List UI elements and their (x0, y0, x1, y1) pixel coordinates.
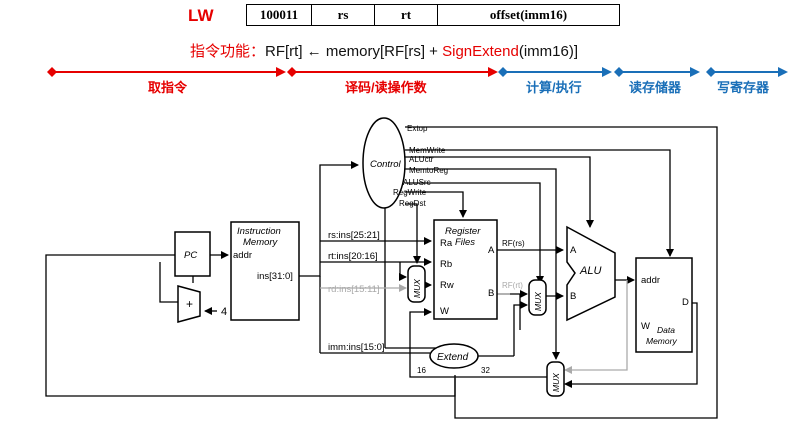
control-unit (362, 117, 406, 209)
format-opcode: 100011 (247, 5, 312, 25)
rf-port-a: A (488, 245, 495, 256)
regdst-mux (407, 265, 426, 303)
dmem-d-label: D (682, 297, 689, 308)
data-memory (635, 257, 693, 353)
rf-rt-label: RF(rt) (502, 281, 523, 290)
instruction-title: LW (188, 6, 214, 25)
signal-memwrite: MemWrite (409, 146, 446, 155)
memtoreg-mux-label: MUX (551, 373, 561, 392)
rf-title-1: Register (445, 226, 481, 237)
signal-regdst: RegDst (399, 199, 426, 208)
imem-title-1: Instruction (237, 226, 281, 237)
regdst-mux-label: MUX (412, 279, 422, 298)
rt-field-label: rt:ins[20:16] (328, 251, 378, 262)
rf-port-w: W (440, 306, 449, 317)
adder-label: + (186, 297, 193, 311)
stage-execute: 计算/执行 (526, 80, 582, 95)
dmem-title-2: Memory (646, 336, 677, 346)
instruction-memory (230, 221, 300, 321)
function-signextend: SignExtend (442, 43, 519, 60)
signal-extop: Extop (407, 124, 428, 133)
extend-in-width: 16 (417, 366, 426, 375)
signal-aluctr: ALUctr (409, 155, 434, 164)
pc-label: PC (184, 250, 197, 261)
alu (566, 225, 616, 322)
signal-memtoreg: MemtoReg (409, 166, 448, 175)
constant-four: 4 (221, 306, 227, 318)
stage-timeline (47, 67, 788, 77)
stage-decode: 译码/读操作数 (345, 80, 427, 95)
control-label: Control (370, 159, 402, 170)
rf-port-rw: Rw (440, 280, 454, 291)
format-rs: rs (312, 5, 375, 25)
sign-extend-unit (429, 343, 479, 369)
alu-label: ALU (579, 265, 601, 277)
memtoreg-mux (546, 361, 565, 397)
extend-label: Extend (437, 352, 469, 363)
dmem-w-label: W (641, 321, 650, 332)
instruction-function: 指令功能：RF[rt] ← memory[RF[rs] + SignExtend… (190, 40, 578, 61)
rf-rs-label: RF(rs) (502, 239, 525, 248)
imem-title-2: Memory (243, 237, 279, 248)
imm-field-label: imm:ins[15:0] (328, 342, 385, 353)
imem-addr-label: addr (233, 250, 252, 261)
alu-input-b: B (570, 291, 576, 302)
rf-port-b: B (488, 288, 494, 299)
rf-port-rb: Rb (440, 259, 452, 270)
function-prefix: 指令功能： (190, 43, 266, 60)
function-part-b: (imm16)] (518, 43, 579, 60)
rf-title-2: Files (455, 237, 475, 248)
pc-register (174, 231, 211, 277)
stage-memory: 读存储器 (629, 80, 682, 95)
alusrc-mux (528, 279, 547, 316)
function-part-a: RF[rt] ← memory[RF[rs] + (265, 43, 443, 60)
stage-fetch: 取指令 (148, 80, 188, 95)
instruction-format-table: 100011 rs rt offset(imm16) (246, 4, 620, 26)
extend-out-width: 32 (481, 366, 490, 375)
format-rt: rt (375, 5, 438, 25)
format-offset: offset(imm16) (489, 7, 568, 22)
stage-writeback: 写寄存器 (717, 80, 770, 95)
dmem-title-1: Data (657, 325, 675, 335)
dmem-addr-label: addr (641, 275, 660, 286)
rf-port-ra: Ra (440, 238, 453, 249)
alu-input-a: A (570, 245, 577, 256)
rd-field-label: rd:ins[15:11] (328, 284, 380, 295)
alusrc-mux-label: MUX (533, 292, 543, 311)
imem-out-label: ins[31:0] (257, 271, 293, 282)
rs-field-label: rs:ins[25:21] (328, 230, 380, 241)
signal-alusrc: ALUSrc (403, 178, 431, 187)
signal-regwrite: RegWrite (393, 188, 427, 197)
register-file (433, 219, 498, 320)
pc-adder (177, 285, 201, 323)
